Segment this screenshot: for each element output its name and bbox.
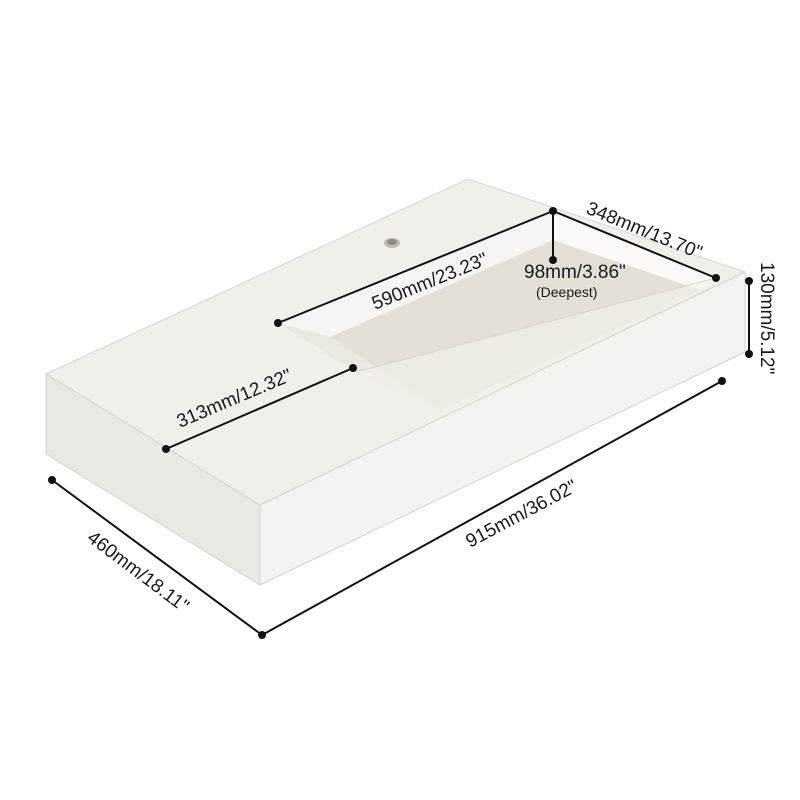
- basin-right-wall: [553, 211, 716, 290]
- label-deepest: 98mm/3.86": [524, 262, 626, 283]
- dimension-lines: [48, 207, 753, 639]
- sink-front-face: [259, 271, 746, 586]
- label-deepest-note: (Deepest): [536, 284, 597, 300]
- basin-back-wall: [278, 211, 553, 337]
- basin-front-lip: [356, 278, 716, 410]
- label-height: 130mm/5.12": [756, 262, 777, 374]
- basin-recess: [277, 210, 717, 410]
